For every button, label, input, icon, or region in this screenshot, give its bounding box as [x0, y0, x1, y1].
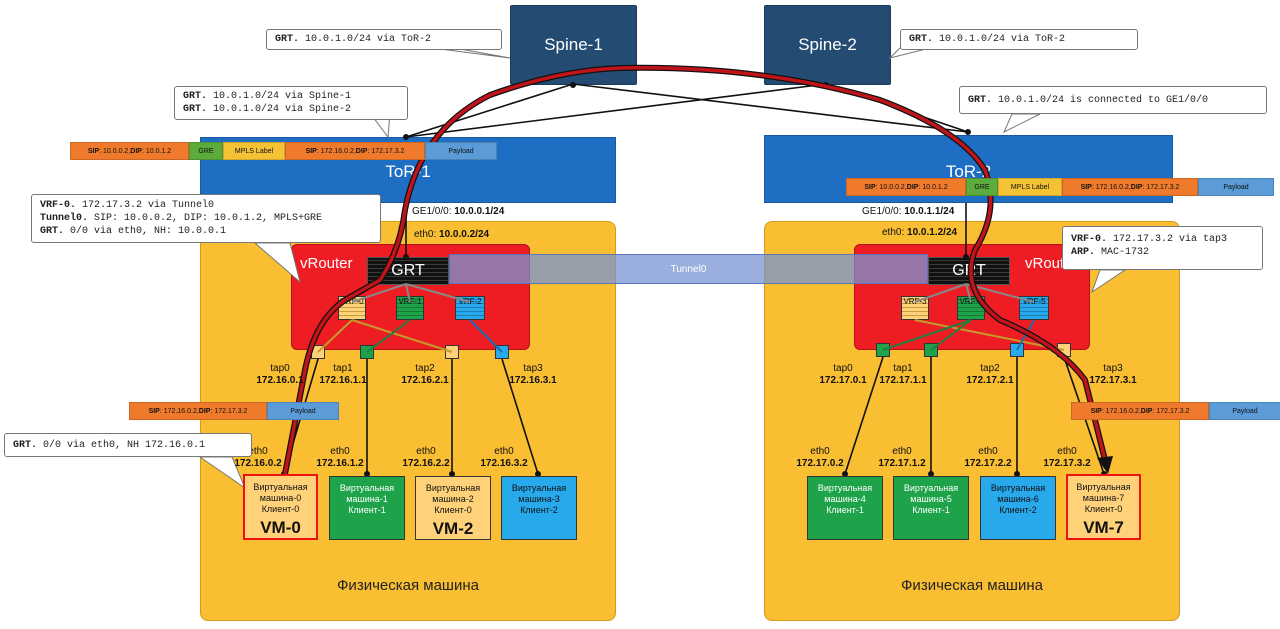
packet-outer-tor2: SIP: 10.0.0.2, DIP: 10.0.1.2 GRE MPLS La…	[846, 178, 1274, 196]
ge-label: GE1/0/0: 10.0.1.1/24	[862, 206, 955, 217]
tunnel0[interactable]: Tunnel0	[449, 254, 928, 284]
vm-title: VM-0	[260, 518, 301, 537]
packet-inner-vm7: SIP: 172.16.0.2, DIP: 172.17.3.2 Payload	[1071, 402, 1280, 420]
eth-label: eth0: 10.0.1.2/24	[882, 227, 958, 238]
physical-machine-label: Физическая машина	[337, 577, 479, 594]
callout-tor2: GRT. 10.0.1.0/24 is connected to GE1/0/0	[959, 86, 1267, 114]
spine-1[interactable]: Spine-1	[510, 5, 637, 85]
grt-1: GRT	[367, 257, 449, 285]
callout-spine1: GRT. 10.0.1.0/24 via ToR-2	[266, 29, 502, 50]
callout-spine2: GRT. 10.0.1.0/24 via ToR-2	[900, 29, 1138, 50]
packet-outer-tor1: SIP: 10.0.0.2, DIP: 10.0.1.2 GRE MPLS La…	[70, 142, 497, 160]
packet-inner-vm0: SIP: 172.16.0.2, DIP: 172.17.3.2 Payload	[129, 402, 339, 420]
callout-vrouter2: VRF-0. 172.17.3.2 via tap3 ARP. MAC-1732	[1062, 226, 1263, 270]
vm-title: VM-2	[432, 519, 474, 538]
physical-machine-label: Физическая машина	[901, 577, 1043, 594]
callout-vrouter1: VRF-0. 172.17.3.2 via Tunnel0 Tunnel0. S…	[31, 194, 381, 243]
ge-label: GE1/0/0: 10.0.0.1/24	[412, 206, 505, 217]
eth-label: eth0: 10.0.0.2/24	[414, 229, 490, 240]
vm-title: VM-7	[1083, 518, 1124, 537]
spine-2[interactable]: Spine-2	[764, 5, 891, 85]
callout-tor1: GRT. 10.0.1.0/24 via Spine-1 GRT. 10.0.1…	[174, 86, 408, 120]
callout-vm0: GRT. 0/0 via eth0, NH 172.16.0.1	[4, 433, 252, 457]
vrouter-label: vRouter	[300, 255, 353, 272]
